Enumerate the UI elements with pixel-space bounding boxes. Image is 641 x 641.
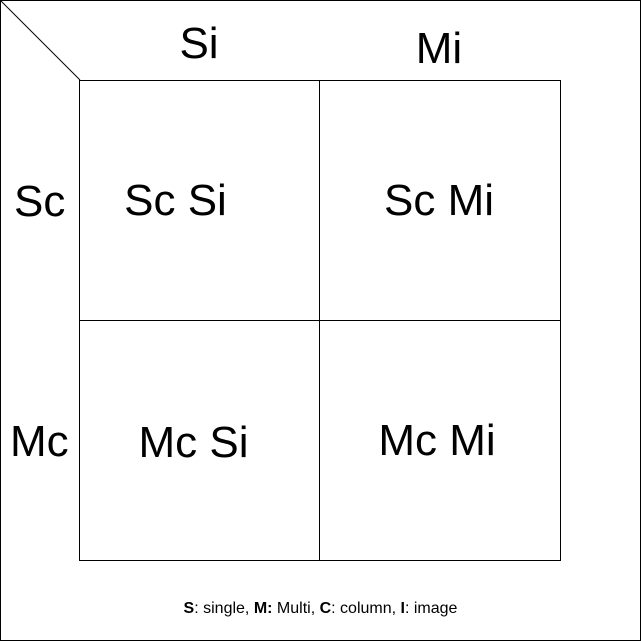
column-header-si: Si [179,19,219,68]
matrix-grid: Sc Si Sc Mi Mc Si Mc Mi [79,80,561,561]
cell-sc-mi: Sc Mi [320,81,560,321]
legend-key-c: C [319,600,332,617]
cell-mc-si: Mc Si [80,321,320,560]
legend-key-i: I [400,600,405,617]
cell-sc-mi-label: Sc Mi [384,175,494,225]
row-header-mc: Mc [10,417,69,466]
legend-footnote: S: single, M: Multi, C: column, I: image [0,601,641,617]
cell-sc-si: Sc Si [80,81,320,321]
legend-key-s: S [183,600,195,617]
cell-mc-mi-label: Mc Mi [378,415,496,465]
column-header-mi: Mi [415,24,463,73]
legend-text-m: Multi, [272,600,320,617]
legend-text-s: : single, [194,600,254,617]
cell-mc-si-label: Mc Si [138,417,249,467]
legend-text-c: : column, [331,600,401,617]
legend-key-m: M: [253,600,273,617]
cell-sc-si-label: Sc Si [124,175,227,225]
legend-text-i: : image [404,600,458,617]
cell-mc-mi: Mc Mi [320,321,560,560]
row-header-sc: Sc [14,177,66,226]
